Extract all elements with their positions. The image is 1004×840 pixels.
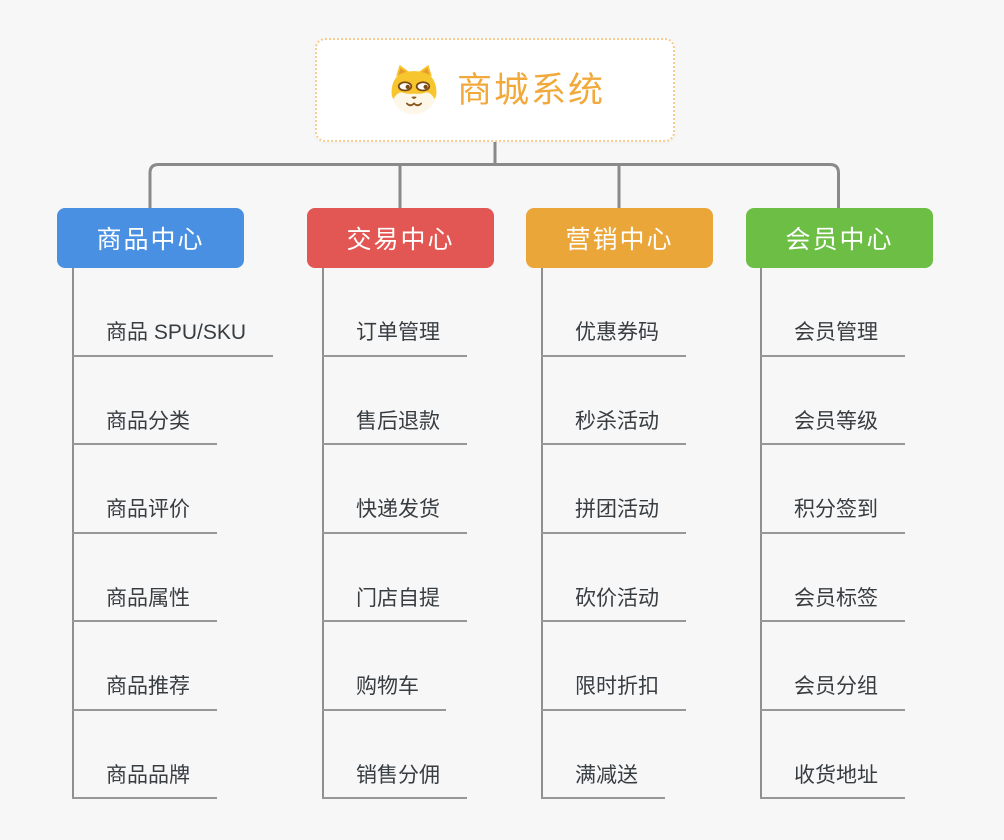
leaf-node[interactable]: 门店自提	[322, 587, 467, 622]
leaf-node[interactable]: 销售分佣	[322, 764, 467, 799]
leaf-node[interactable]: 商品属性	[72, 587, 217, 622]
leaf-node[interactable]: 积分签到	[760, 498, 905, 534]
leaf-node[interactable]: 商品评价	[72, 498, 217, 534]
leaf-node[interactable]: 满减送	[541, 764, 665, 799]
root-node[interactable]: 商城系统	[315, 38, 675, 142]
leaf-node[interactable]: 售后退款	[322, 410, 467, 445]
leaf-node[interactable]: 拼团活动	[541, 498, 686, 534]
leaf-node[interactable]: 商品推荐	[72, 675, 217, 711]
leaf-node[interactable]: 会员标签	[760, 587, 905, 622]
leaf-node[interactable]: 商品 SPU/SKU	[72, 321, 274, 357]
branch-node-member-center[interactable]: 会员中心	[746, 208, 933, 268]
leaf-node[interactable]: 收货地址	[760, 764, 905, 799]
leaf-node[interactable]: 商品分类	[72, 410, 217, 445]
leaf-node[interactable]: 商品品牌	[72, 764, 217, 799]
branch-node-product-center[interactable]: 商品中心	[57, 208, 244, 268]
leaf-node[interactable]: 会员等级	[760, 410, 905, 445]
root-title: 商城系统	[456, 70, 605, 110]
leaf-node[interactable]: 限时折扣	[541, 675, 686, 711]
leaf-node[interactable]: 快递发货	[322, 498, 467, 534]
leaf-node[interactable]: 会员管理	[760, 321, 905, 357]
branch-node-marketing-center[interactable]: 营销中心	[526, 208, 713, 268]
leaf-node[interactable]: 订单管理	[322, 321, 467, 357]
leaf-node[interactable]: 秒杀活动	[541, 410, 686, 445]
branch-children-member-center: 会员管理 会员等级 积分签到 会员标签 会员分组 收货地址	[760, 268, 905, 799]
branch-node-trade-center[interactable]: 交易中心	[307, 208, 494, 268]
branch-children-trade-center: 订单管理 售后退款 快递发货 门店自提 购物车 销售分佣	[322, 268, 467, 799]
leaf-node[interactable]: 会员分组	[760, 675, 905, 711]
branch-children-product-center: 商品 SPU/SKU 商品分类 商品评价 商品属性 商品推荐 商品品牌	[72, 268, 274, 799]
branch-children-marketing-center: 优惠券码 秒杀活动 拼团活动 砍价活动 限时折扣 满减送	[541, 268, 686, 799]
leaf-node[interactable]: 购物车	[322, 675, 446, 711]
leaf-node[interactable]: 优惠券码	[541, 321, 686, 357]
shiba-dog-icon	[391, 64, 437, 115]
leaf-node[interactable]: 砍价活动	[541, 587, 686, 622]
